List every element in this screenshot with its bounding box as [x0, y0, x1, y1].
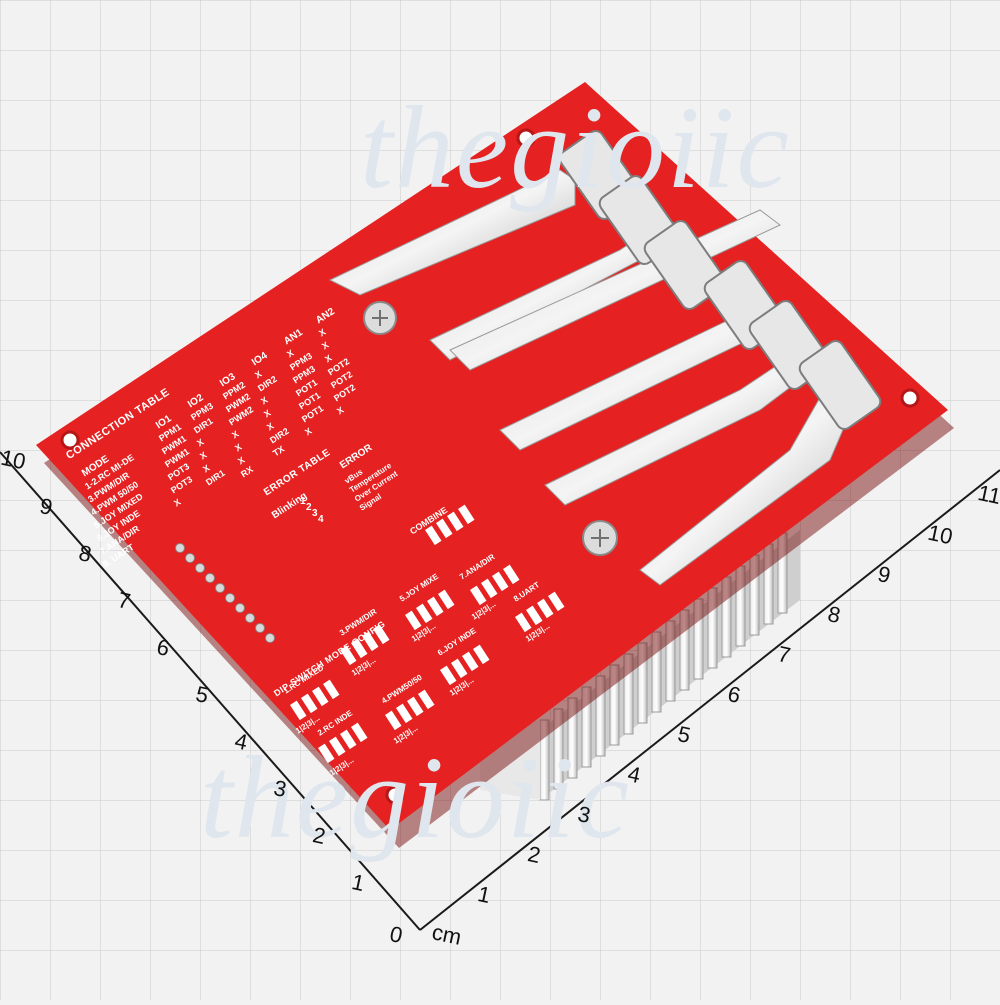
dip-switch: [323, 679, 340, 700]
dip-switch: [404, 610, 422, 631]
ruler-x-tick: 11: [975, 479, 1000, 510]
dip-switch: [290, 700, 307, 721]
dip-switch: [436, 518, 453, 539]
pcb-board: [36, 82, 948, 830]
dip-switch: [407, 696, 424, 717]
dip-switch: [417, 689, 435, 710]
error-blink-count: 4: [318, 514, 324, 525]
dip-switch: [438, 589, 455, 610]
dip-switch: [427, 596, 444, 617]
header-pin: [225, 593, 235, 603]
dip-switch: [385, 710, 402, 731]
error-blink-count: 2: [306, 502, 312, 513]
header-pins: [175, 543, 275, 643]
header-pin: [255, 623, 265, 633]
dip-switch: [317, 743, 335, 764]
dip-switch: [329, 736, 346, 757]
header-pin: [235, 603, 245, 613]
error-blink-count: 3: [312, 508, 318, 519]
dip-switch: [526, 605, 543, 626]
dip-switch: [372, 624, 390, 645]
dip-switch: [481, 578, 498, 599]
header-pin: [185, 553, 195, 563]
header-pin: [195, 563, 205, 573]
dip-switch: [351, 638, 368, 659]
dip-switch: [462, 651, 479, 672]
header-pin: [215, 583, 225, 593]
dip-switch: [340, 729, 357, 750]
dip-switch: [503, 564, 520, 585]
dip-switch: [362, 631, 379, 652]
header-pin: [245, 613, 255, 623]
heatsink: [480, 530, 800, 801]
dip-switch: [301, 693, 318, 714]
dip-switch: [447, 511, 464, 532]
dip-switch: [351, 722, 368, 743]
dip-switch: [515, 612, 532, 633]
watermark-bottom: thegioiic: [200, 732, 631, 863]
dip-switch: [537, 598, 554, 619]
dip-switch: [340, 645, 357, 666]
dip-switch: [451, 658, 468, 679]
dip-switch: [425, 525, 442, 546]
dip-switch-diagrams: [290, 504, 565, 764]
dip-switch: [416, 603, 433, 624]
dip-switch: [440, 665, 457, 686]
screws: [363, 301, 618, 556]
mounting-holes: [60, 128, 920, 805]
dip-switch: [312, 686, 329, 707]
dip-switch: [472, 644, 490, 665]
dip-switch: [548, 591, 565, 612]
dip-switch: [396, 703, 413, 724]
ruler: [0, 451, 1000, 931]
dip-switch: [458, 504, 475, 525]
header-pin: [175, 543, 185, 553]
dip-switch: [470, 585, 487, 606]
header-pin: [265, 633, 275, 643]
watermark-top: thegioiic: [360, 82, 791, 213]
header-pin: [205, 573, 215, 583]
dip-switch: [492, 571, 509, 592]
error-blink-count: 1: [300, 496, 306, 507]
terminals: [558, 130, 882, 430]
